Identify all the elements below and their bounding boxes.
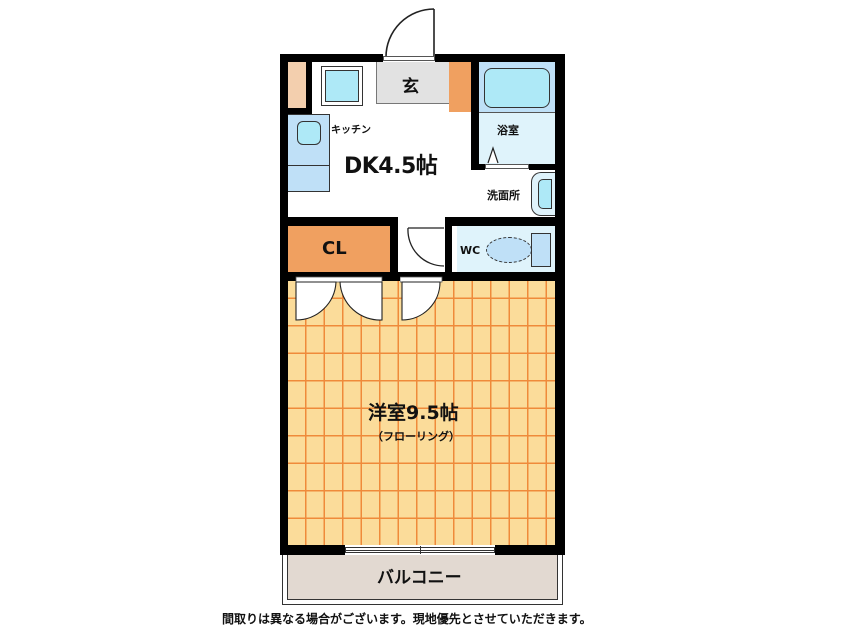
wall-storage-bottom — [288, 108, 312, 114]
refrigerator — [321, 66, 363, 106]
dk-label: DK4.5帖 — [344, 154, 438, 179]
wall-bath-bottom-right — [529, 164, 555, 170]
western-room-floor — [288, 281, 555, 545]
wall-mid-left — [280, 217, 398, 226]
wall-right — [555, 54, 565, 554]
wall-storage — [306, 62, 312, 114]
bathroom — [479, 62, 555, 164]
shoe-storage — [288, 62, 306, 108]
entrance-storage — [449, 62, 471, 112]
wall-top-right — [435, 54, 565, 62]
wall-top-left — [280, 54, 383, 62]
kitchen-counter — [288, 114, 330, 192]
wall-mid-right — [445, 217, 565, 226]
footer-note: 間取りは異なる場合がございます。現地優先とさせていただきます。 — [222, 612, 592, 626]
western-room-label: 洋室9.5帖 — [368, 402, 459, 424]
washbasin — [531, 172, 555, 216]
entrance-area — [376, 62, 450, 104]
bath-label: 浴室 — [497, 124, 519, 137]
wall-bath-bottom — [471, 164, 485, 170]
wall-bath-left — [471, 62, 479, 170]
balcony-sliding-window[interactable] — [345, 546, 495, 554]
toilet-bowl-icon — [486, 237, 532, 263]
entrance-door-icon — [385, 8, 435, 58]
bath-door-icon — [487, 146, 499, 164]
wall-lower-mid — [280, 272, 565, 281]
entrance-threshold — [383, 56, 435, 61]
kitchen-label: キッチン — [331, 125, 371, 136]
closet-label: CL — [322, 238, 347, 259]
room-door-icon — [400, 276, 443, 321]
closet — [288, 226, 390, 272]
balcony-label: バルコニー — [377, 568, 462, 588]
wall-closet-right — [390, 226, 398, 282]
wall-left — [280, 54, 288, 554]
closet-doors-icon — [295, 276, 383, 321]
western-room-sublabel: （フローリング） — [372, 430, 460, 443]
hall-door-icon — [407, 227, 445, 267]
bathtub-icon — [484, 68, 550, 108]
kitchen-sink-icon — [297, 121, 321, 145]
entrance-label: 玄 — [402, 77, 419, 97]
floorplan: キッチン 玄 DK4.5帖 浴室 洗面所 CL WC — [280, 0, 570, 610]
wall-wc-left — [445, 226, 452, 282]
washroom-label: 洗面所 — [487, 189, 520, 202]
bath-door-threshold — [485, 164, 529, 169]
toilet-tank-icon — [531, 233, 551, 267]
balcony — [282, 555, 563, 605]
wall-bottom-left — [280, 545, 345, 555]
toilet-label: WC — [460, 244, 481, 257]
wall-bottom-right — [495, 545, 565, 555]
